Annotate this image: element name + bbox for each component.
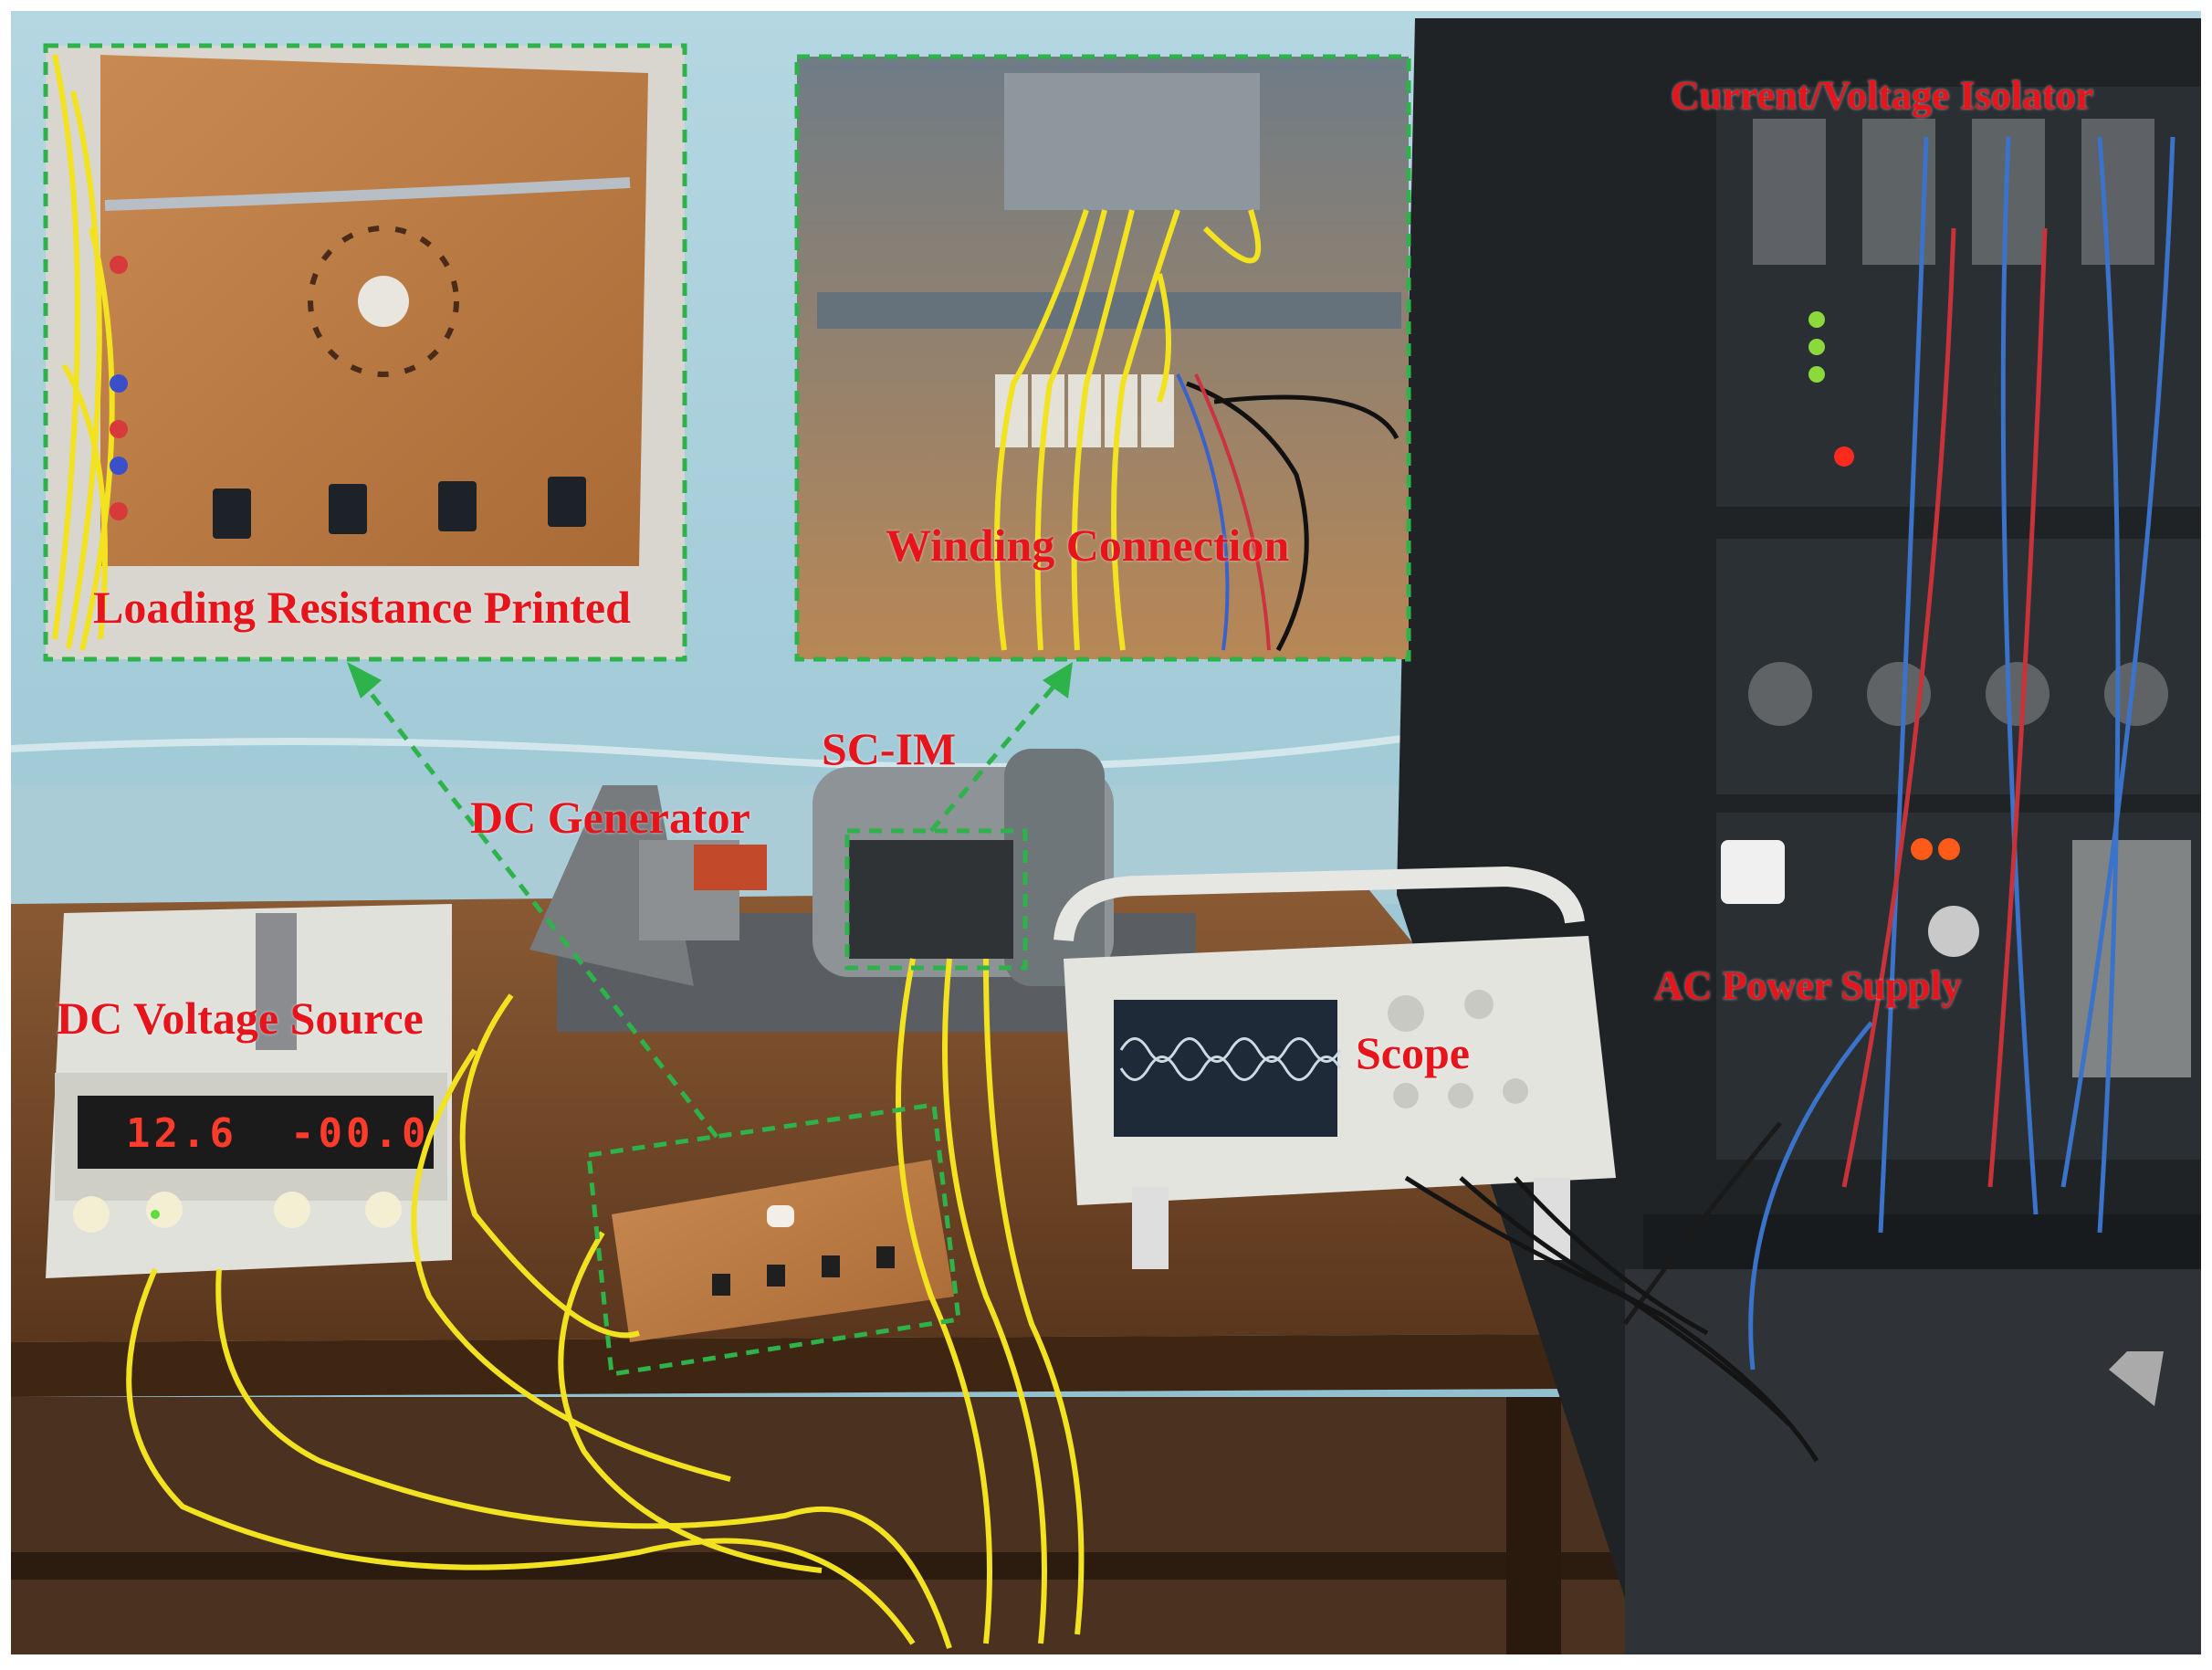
inset-winding-connection — [797, 57, 1409, 659]
callout-arrowheads — [347, 662, 1073, 698]
dc-source-current-readout: -00.0 — [290, 1110, 430, 1157]
callout-box-winding-connection — [794, 54, 1411, 662]
callout-box-loading-resistance — [43, 43, 687, 662]
yellow-wiring — [126, 958, 1085, 1649]
inset-loading-resistance — [46, 46, 685, 659]
callout-box-sc-im-terminals — [844, 828, 1028, 971]
callout-arrow-loading — [359, 678, 718, 1139]
motor-generator-set — [529, 749, 1196, 1032]
dc-voltage-source-device — [46, 904, 452, 1278]
label-sc-im: SC-IM — [822, 723, 957, 774]
loading-resistance-board — [612, 1160, 954, 1342]
label-dc-voltage-source: DC Voltage Source — [57, 993, 424, 1044]
label-winding-connection: Winding Connection — [886, 520, 1290, 571]
label-ac-power-supply: AC Power Supply — [1654, 963, 1962, 1008]
callout-box-resistance-board — [586, 1102, 961, 1377]
callout-frames — [43, 43, 1411, 1377]
label-loading-resistance: Loading Resistance Printed — [93, 582, 631, 633]
callout-arrow-winding — [929, 678, 1061, 833]
equipment-rack — [1397, 18, 2201, 1654]
dc-source-voltage-readout: 12.6 — [126, 1110, 237, 1157]
oscilloscope-device — [1054, 866, 1616, 1269]
label-current-voltage-isolator: Current/Voltage Isolator — [1671, 73, 2094, 118]
label-dc-generator: DC Generator — [470, 792, 750, 843]
probe-cables — [1404, 1175, 1819, 1463]
label-scope: Scope — [1356, 1027, 1470, 1078]
